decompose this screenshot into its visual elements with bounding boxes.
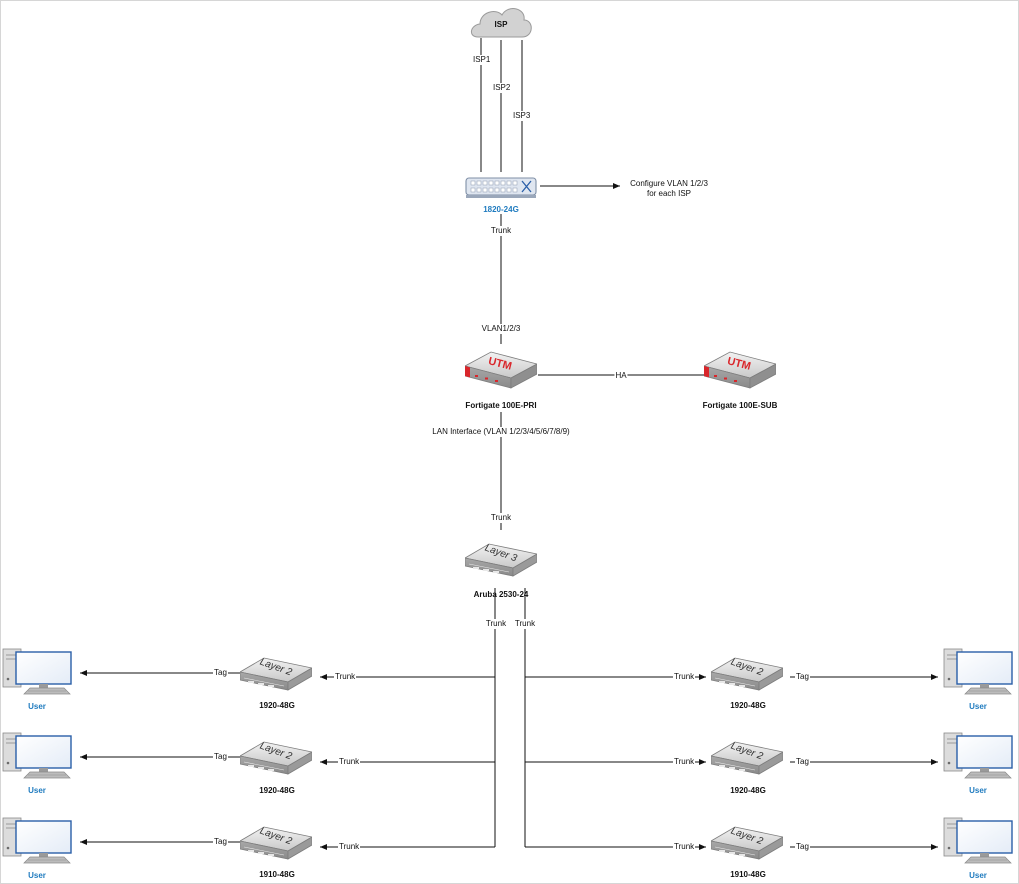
fw-secondary-name: Fortigate 100E-SUB [702, 401, 778, 410]
l2-switch-right-1-icon: Layer 2 [711, 657, 783, 691]
user-pc-right-2-icon [943, 732, 1013, 779]
user-pc-left-2-icon [2, 732, 72, 779]
access-switch-right-2-name: 1920-48G [730, 786, 766, 795]
user-right-3-name: User [969, 871, 987, 880]
label-access-trunk: Trunk [673, 842, 696, 852]
label-access-trunk: Trunk [338, 757, 361, 767]
user-left-1-name: User [28, 702, 46, 711]
l2-switch-right-2-icon: Layer 2 [711, 741, 783, 775]
user-left-2-name: User [28, 786, 46, 795]
label-ha: HA [614, 371, 628, 381]
label-isp1: ISP1 [472, 55, 492, 65]
user-left-3-name: User [28, 871, 46, 880]
access-switch-left-1-name: 1920-48G [259, 701, 295, 710]
label-access-trunk: Trunk [673, 672, 696, 682]
fw-primary-name: Fortigate 100E-PRI [465, 401, 537, 410]
label-tag: Tag [795, 757, 810, 767]
user-pc-right-3-icon [943, 817, 1013, 864]
vlan-annotation-line1: Configure VLAN 1/2/3 [630, 179, 708, 188]
access-switch-left-2-name: 1920-48G [259, 786, 295, 795]
l3-switch-icon: Layer 3 [465, 543, 537, 577]
utm-badge-secondary: UTM [726, 355, 752, 372]
label-access-trunk: Trunk [338, 842, 361, 852]
l2-switch-left-3-icon: Layer 2 [240, 826, 312, 860]
label-tag: Tag [795, 672, 810, 682]
firewall-primary-icon: UTM [465, 351, 537, 389]
core-switch-name: 1820-24G [483, 205, 519, 214]
label-l3-trunk-right: Trunk [513, 619, 537, 629]
connection-lines [80, 38, 938, 850]
core-switch-icon [465, 177, 537, 198]
label-isp3: ISP3 [512, 111, 532, 121]
label-core-trunk: Trunk [489, 226, 513, 236]
label-l3-trunk-left: Trunk [484, 619, 508, 629]
vlan-annotation-line2: for each ISP [646, 189, 692, 198]
label-access-trunk: Trunk [334, 672, 357, 682]
user-pc-left-1-icon [2, 648, 72, 695]
access-switch-right-1-name: 1920-48G [730, 701, 766, 710]
l3-switch-name: Aruba 2530-24 [473, 590, 529, 599]
label-isp2: ISP2 [492, 83, 512, 93]
l2-switch-right-3-icon: Layer 2 [711, 826, 783, 860]
firewall-secondary-icon: UTM [704, 351, 776, 389]
vlan-annotation: Configure VLAN 1/2/3 for each ISP [630, 179, 708, 199]
isp-cloud-text: ISP [495, 20, 509, 29]
access-switch-right-3-name: 1910-48G [730, 870, 766, 879]
label-tag: Tag [213, 752, 228, 762]
label-l3-trunk: Trunk [489, 513, 513, 523]
user-pc-right-1-icon [943, 648, 1013, 695]
label-tag: Tag [795, 842, 810, 852]
user-pc-left-3-icon [2, 817, 72, 864]
label-lan-interface: LAN Interface (VLAN 1/2/3/4/5/6/7/8/9) [431, 427, 571, 437]
l2-switch-left-2-icon: Layer 2 [240, 741, 312, 775]
label-tag: Tag [213, 837, 228, 847]
utm-badge-primary: UTM [487, 355, 513, 372]
user-right-2-name: User [969, 786, 987, 795]
isp-cloud-icon: ISP [471, 8, 532, 38]
label-access-trunk: Trunk [673, 757, 696, 767]
user-right-1-name: User [969, 702, 987, 711]
l2-switch-left-1-icon: Layer 2 [240, 657, 312, 691]
access-switch-left-3-name: 1910-48G [259, 870, 295, 879]
label-fw-vlan: VLAN1/2/3 [480, 324, 522, 334]
label-tag: Tag [213, 668, 228, 678]
